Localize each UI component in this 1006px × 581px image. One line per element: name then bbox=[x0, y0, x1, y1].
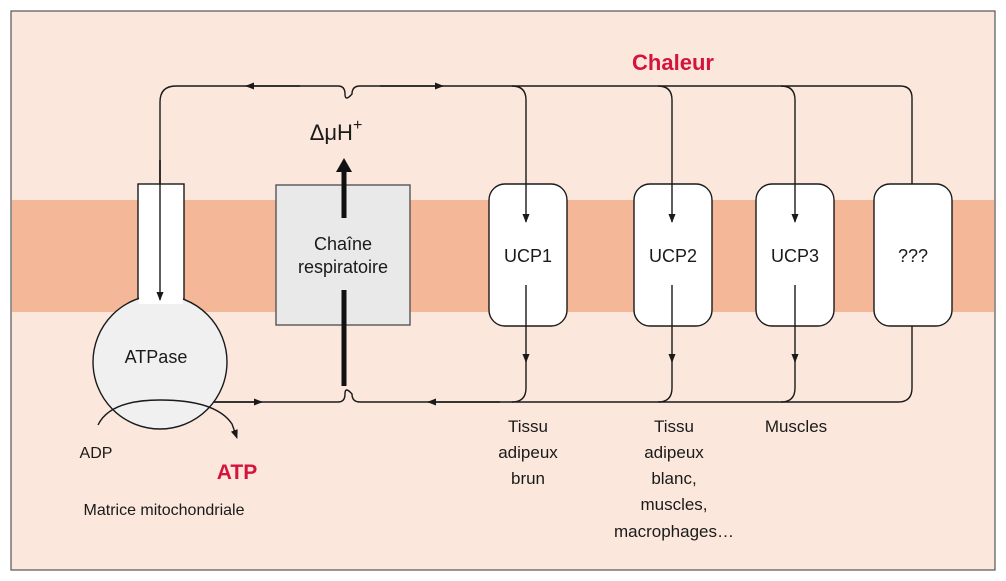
ucp2-tissue-line2: adipeux bbox=[644, 443, 704, 462]
atpase-label: ATPase bbox=[125, 347, 188, 367]
ucp3-tissue-line1: Muscles bbox=[765, 417, 827, 436]
ucp2-box bbox=[633, 183, 713, 327]
proton-gradient-label: ΔμH+ bbox=[310, 117, 363, 145]
ucp2-tissue-line1: Tissu bbox=[654, 417, 694, 436]
heat-return-loop bbox=[156, 82, 913, 305]
ucp2-tissue-line3: blanc, bbox=[651, 469, 696, 488]
ucp2-tissue-line5: macrophages… bbox=[614, 522, 734, 541]
proton-gradient-symbol: ΔμH bbox=[310, 120, 353, 145]
ucp1-tissue-line2: adipeux bbox=[498, 443, 558, 462]
ucp2-label: UCP2 bbox=[649, 246, 697, 266]
unknown-protein-label: ??? bbox=[898, 246, 928, 266]
adp-label: ADP bbox=[80, 445, 113, 462]
ucp1-box bbox=[488, 183, 568, 327]
ucp1-tissue-line3: brun bbox=[511, 469, 545, 488]
respiratory-chain-line1: Chaîne bbox=[314, 234, 372, 254]
unknown-protein-box bbox=[873, 183, 953, 327]
proton-pump-arrowhead bbox=[336, 158, 352, 172]
heat-label: Chaleur bbox=[632, 50, 714, 75]
matrix-label: Matrice mitochondriale bbox=[84, 502, 245, 519]
atp-synthesis-arrow bbox=[97, 399, 238, 439]
ucp1-label: UCP1 bbox=[504, 246, 552, 266]
atp-label: ATP bbox=[217, 461, 257, 484]
proton-gradient-charge: + bbox=[353, 117, 362, 134]
ucp1-tissue-line1: Tissu bbox=[508, 417, 548, 436]
ucp3-label: UCP3 bbox=[771, 246, 819, 266]
respiratory-chain-line2: respiratoire bbox=[298, 257, 388, 277]
ucp2-tissue-line4: muscles, bbox=[640, 495, 707, 514]
